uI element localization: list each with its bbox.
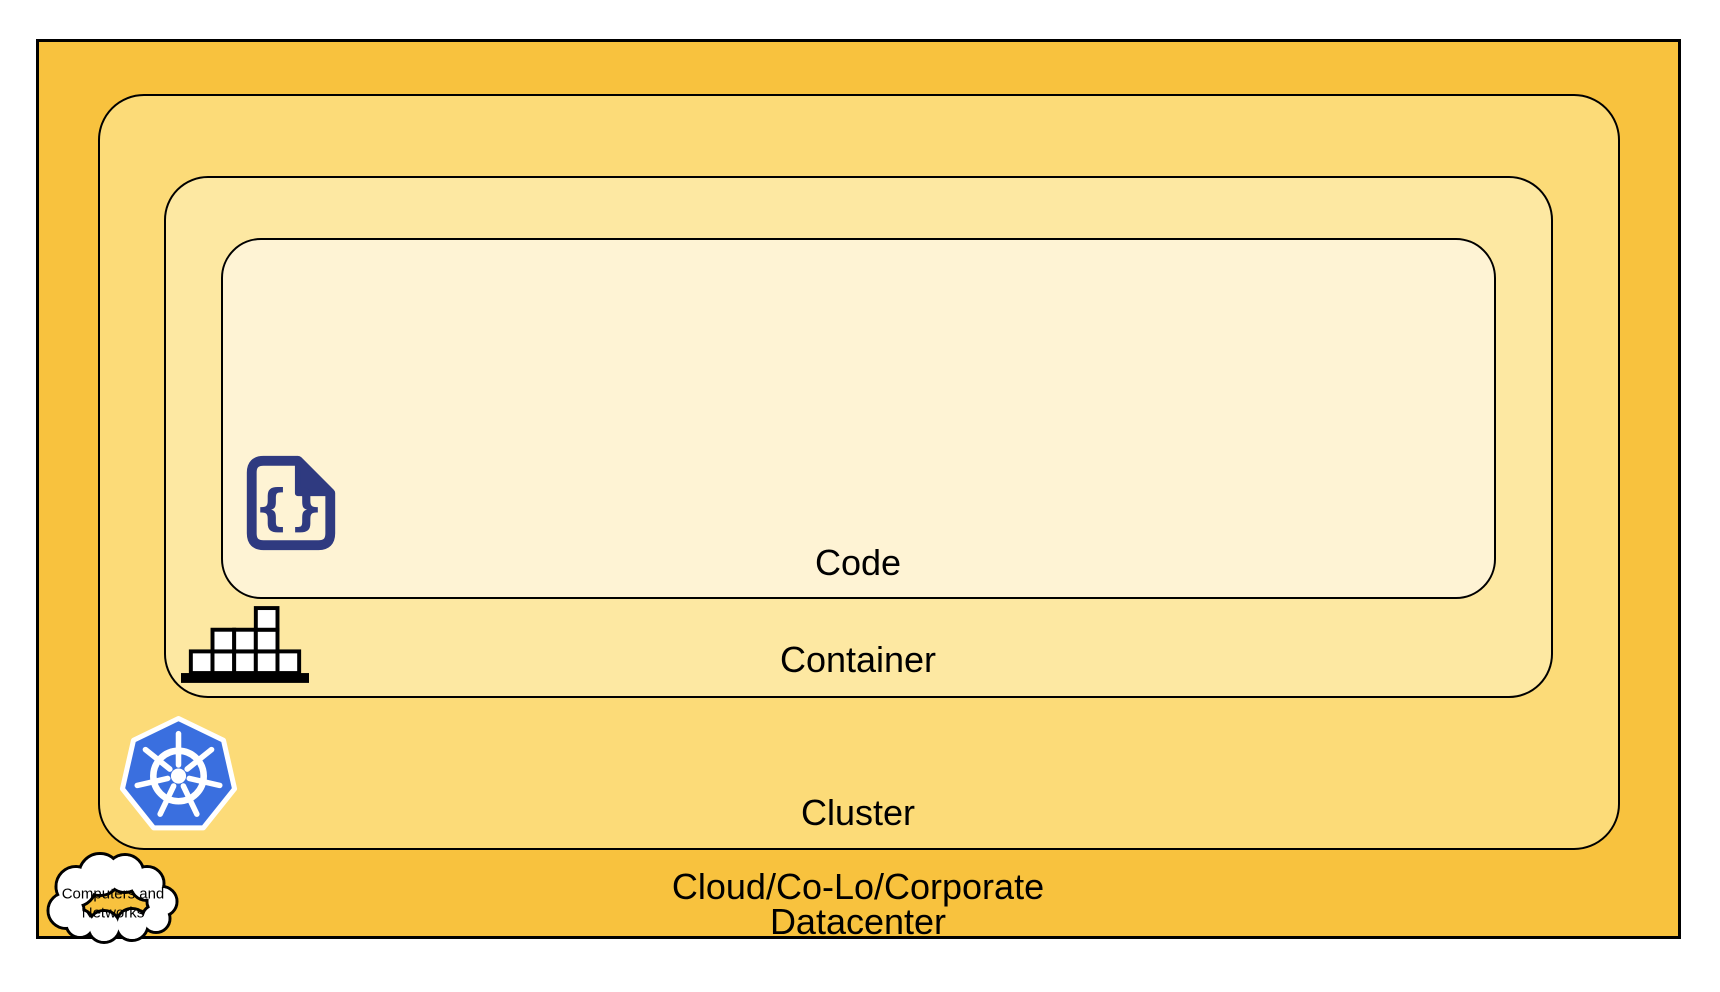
cloud-icon: Computers and Networks (40, 850, 190, 946)
container-layer-label: Container (779, 639, 937, 680)
pallet-base (181, 673, 309, 683)
code-layer-label: Code (814, 542, 902, 583)
layer-code (221, 238, 1496, 599)
datacenter-label-line1: Cloud/Co-Lo/Corporate (671, 866, 1045, 907)
curly-braces-glyph: {} (254, 479, 324, 537)
datacenter-layer-label: Cloud/Co-Lo/Corporate Datacenter (558, 866, 1158, 942)
cluster-layer-label: Cluster (800, 792, 916, 833)
code-file-icon: {} (237, 450, 345, 556)
cloud-label-line2: Networks (82, 905, 145, 922)
datacenter-label-line2: Datacenter (769, 901, 947, 942)
cloud-label-line1: Computers and (62, 886, 165, 903)
kubernetes-icon (118, 711, 239, 837)
container-stack-icon (181, 606, 309, 683)
